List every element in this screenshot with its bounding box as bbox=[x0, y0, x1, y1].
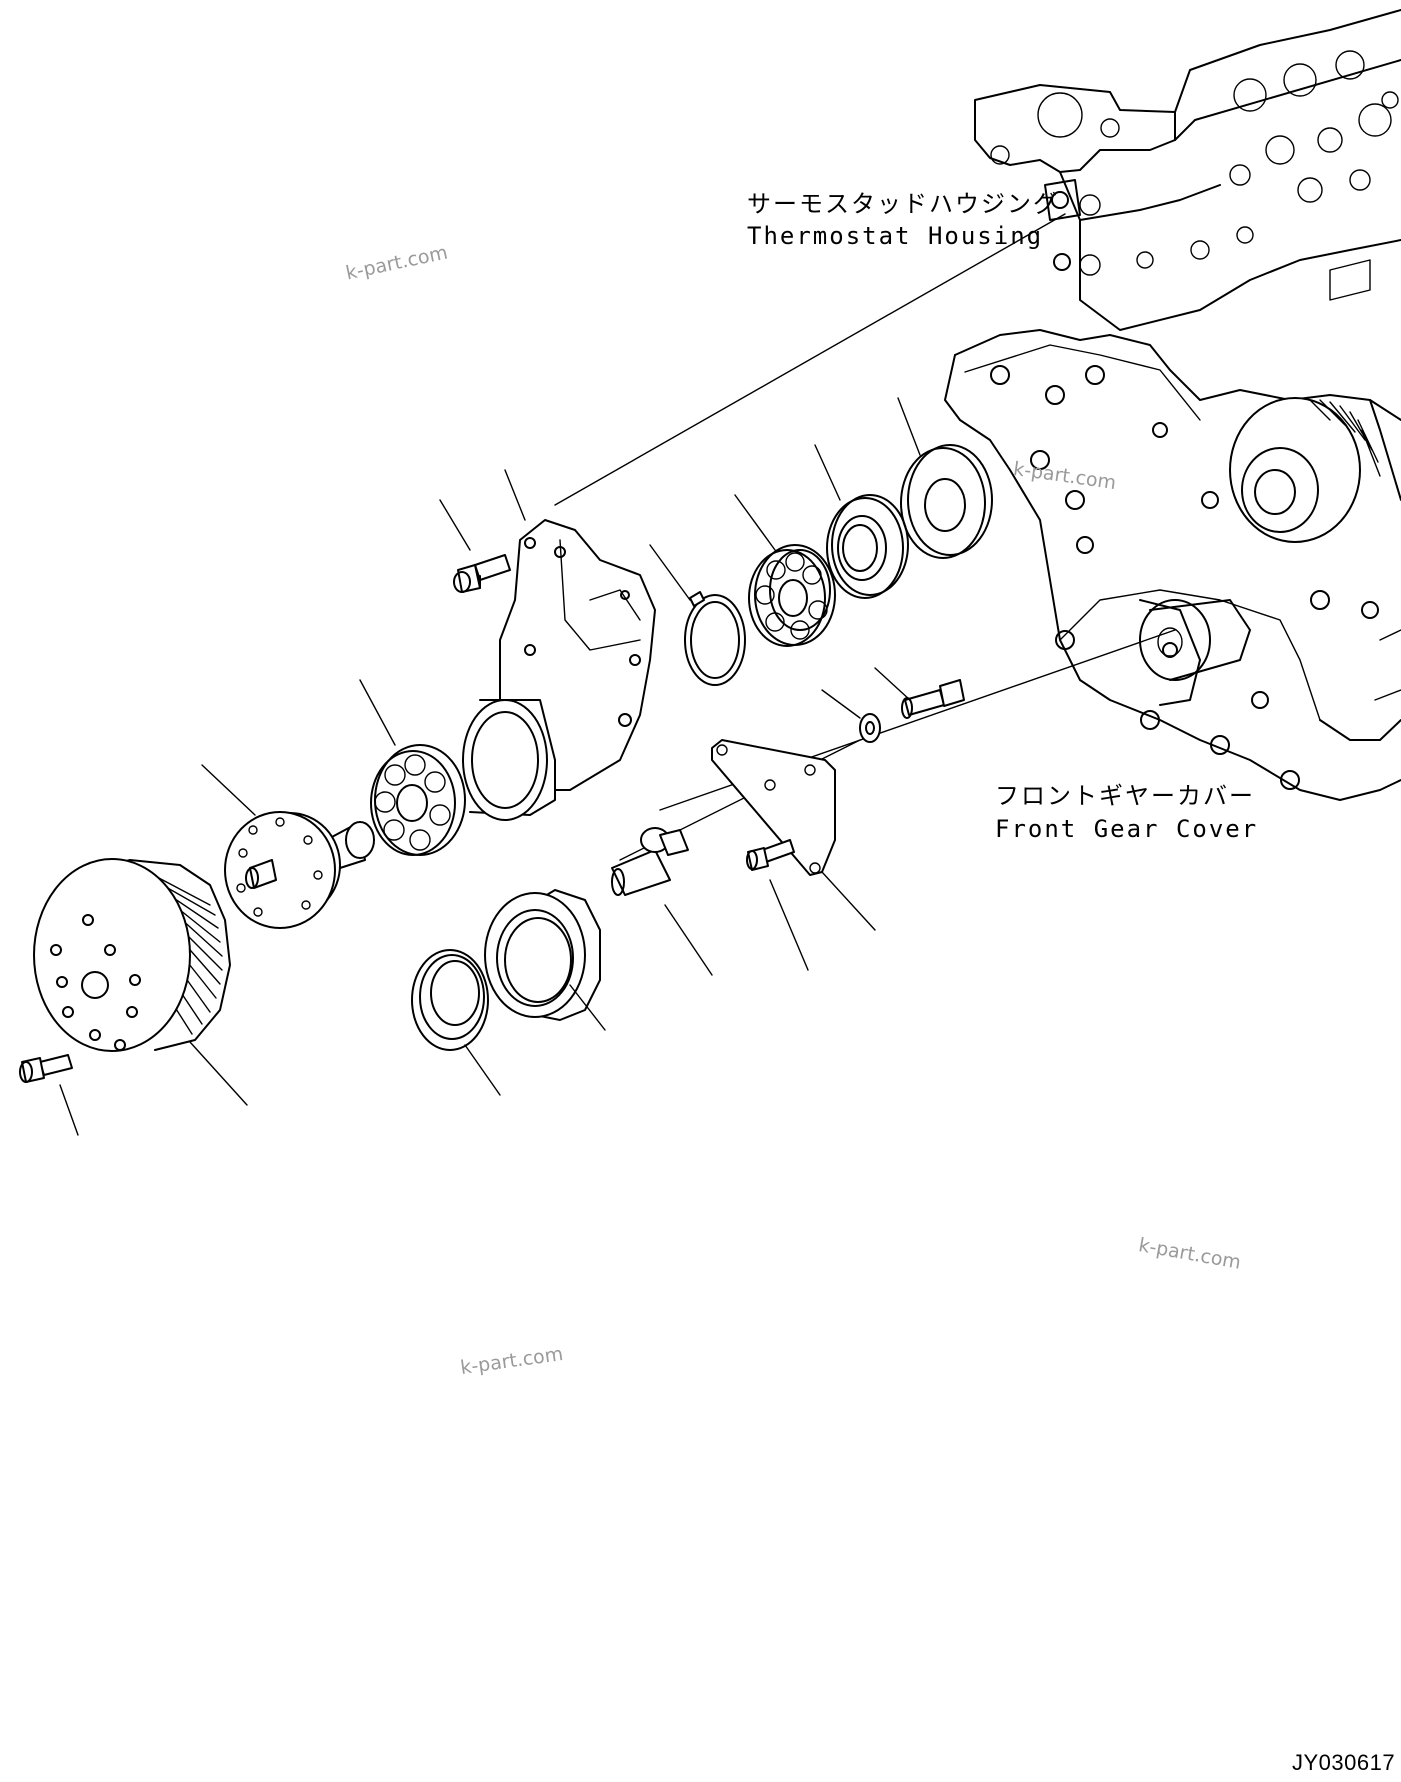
washer-upper bbox=[900, 444, 993, 559]
thermostat-leader-line bbox=[554, 213, 1066, 506]
small-washer bbox=[859, 713, 881, 743]
snap-ring bbox=[684, 591, 746, 686]
bearing-upper bbox=[748, 544, 836, 647]
idler-bracket bbox=[462, 519, 656, 821]
stud-bolt bbox=[611, 827, 689, 896]
plate-bolt bbox=[901, 679, 965, 719]
crank-pulley-bolt bbox=[19, 1054, 73, 1083]
lower-small-bolt bbox=[746, 839, 795, 871]
thermostat-housing-label-en: Thermostat Housing bbox=[747, 222, 1044, 250]
engine-block bbox=[944, 9, 1401, 801]
front-gear-cover-label-jp: フロントギヤーカバー bbox=[995, 782, 1255, 810]
bearing-shaft-side bbox=[370, 744, 466, 856]
mounting-plate bbox=[711, 739, 836, 876]
bracket-bolt bbox=[453, 554, 511, 593]
thermostat-housing-label-jp: サーモスタッドハウジング bbox=[747, 190, 1059, 218]
seal-upper bbox=[826, 494, 909, 599]
drawing-code: JY030617 bbox=[1292, 1750, 1396, 1775]
idler-pulley bbox=[484, 889, 601, 1021]
callout-leaders bbox=[59, 397, 921, 1136]
dust-seal bbox=[411, 949, 489, 1051]
pulley-hub-shaft bbox=[224, 811, 375, 929]
crank-pulley bbox=[33, 858, 231, 1052]
water-pump-pulley bbox=[1229, 397, 1381, 543]
front-gear-cover-label-en: Front Gear Cover bbox=[995, 815, 1259, 843]
